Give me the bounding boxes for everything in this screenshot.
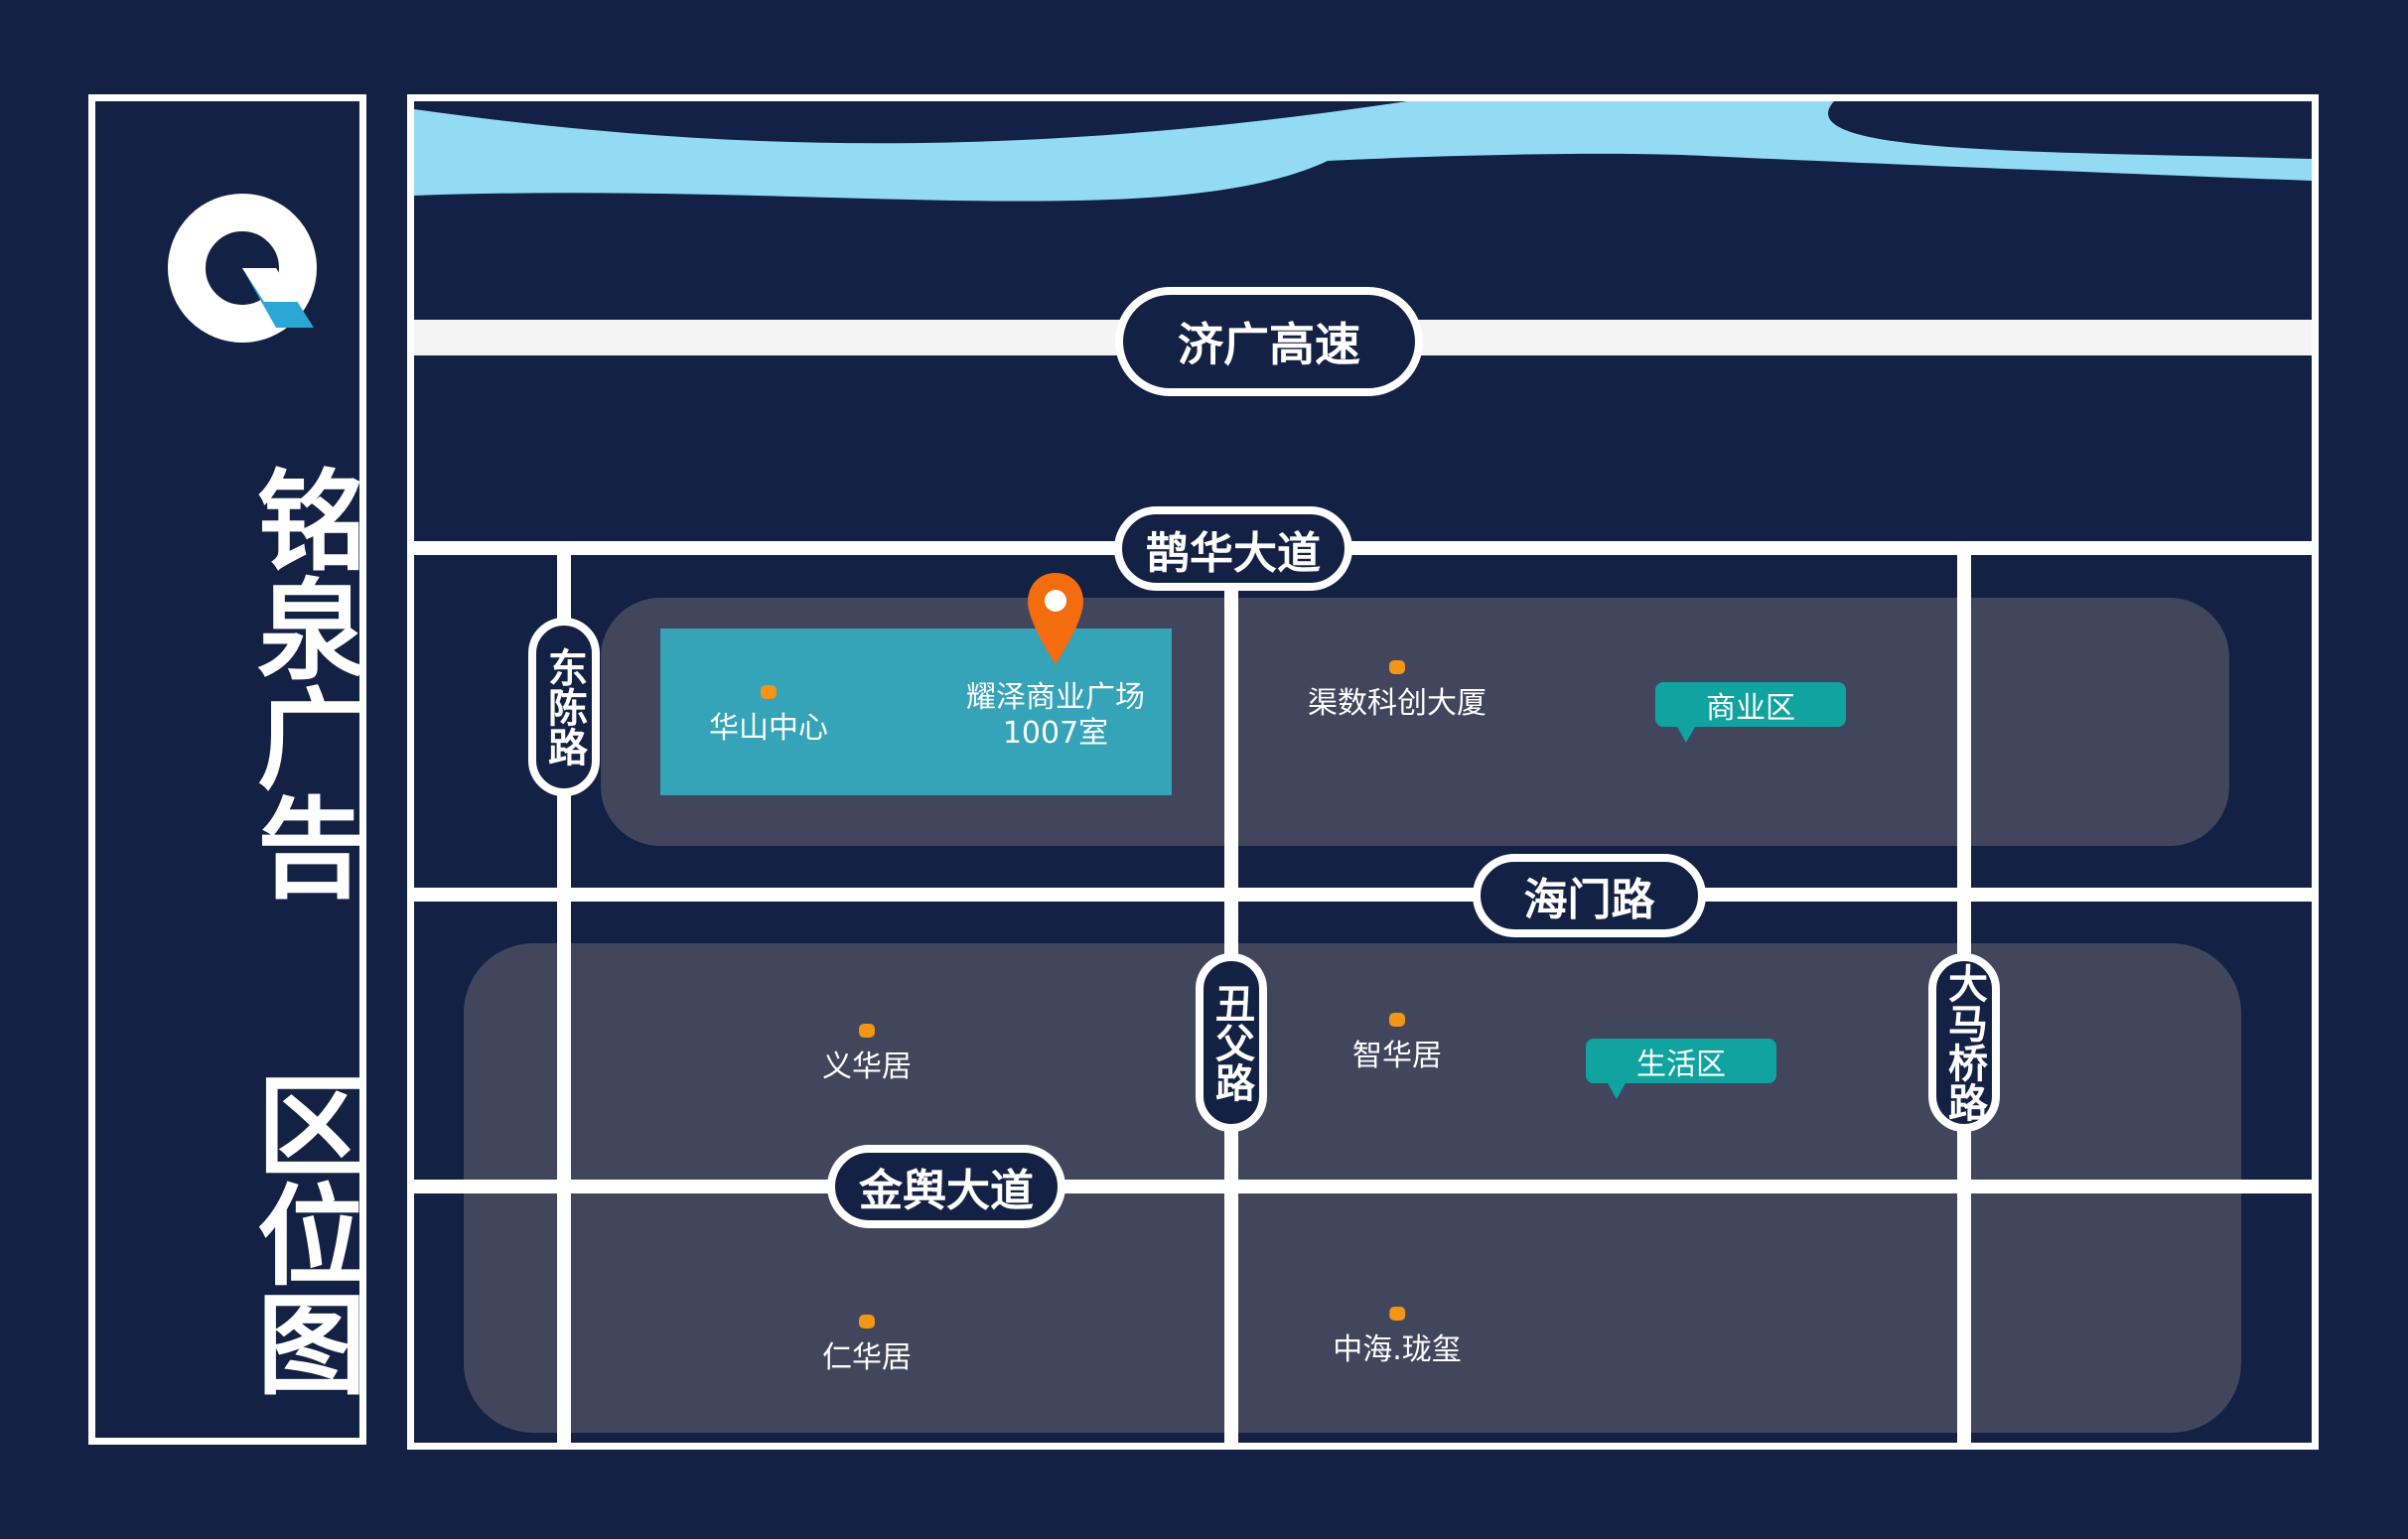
poi-marker-icon [761,685,777,699]
map-frame: 济广高速 鹊华大道 海门路 金舆大道 东陈路 丑父路 大马桥路 耀泽商业广场 1… [407,94,2319,1450]
brand-title: 铭泉广告 [238,464,365,901]
target-area [660,629,1172,795]
poi-zhonghai: 中海.珑玺 [1333,1307,1462,1368]
road-label-jinyu: 金舆大道 [827,1145,1065,1228]
zone-tag-living: 生活区 [1586,1039,1776,1099]
poi-huashan: 华山中心 [709,685,828,747]
road-label-damaqiao: 大马桥路 [1928,953,2000,1132]
haimen-road [414,888,2312,902]
road-label-chouyi: 丑父路 [1196,953,1267,1132]
road-label-dongchen: 东陈路 [528,618,600,796]
poi-marker-icon [859,1315,875,1329]
title-panel: 铭泉广告 区位图 [88,94,366,1445]
river [414,101,2312,202]
poi-zhihua: 智华居 [1352,1013,1442,1074]
poi-marker-icon [859,1024,875,1038]
map-canvas [414,101,2312,1443]
target-room: 1007室 [1002,716,1109,751]
brand-logo-icon [168,194,317,343]
zone-tag-business: 商业区 [1655,682,1846,743]
road-label-expressway: 济广高速 [1115,287,1423,396]
jinyu-road [414,1180,2312,1193]
road-label-quehua: 鹊华大道 [1114,506,1352,591]
target-name: 耀泽商业广场 [966,680,1145,715]
poi-marker-icon [1388,1307,1405,1321]
poi-marker-icon [1389,1013,1405,1027]
poi-qushu: 渠数科创大厦 [1308,660,1487,722]
location-pin-icon [1028,573,1083,664]
poi-yihua: 义华居 [822,1024,912,1085]
target-label: 耀泽商业广场 1007室 [966,680,1145,752]
poi-marker-icon [1389,660,1405,674]
map-subtitle: 区位图 [238,1069,365,1397]
quehua-road [414,541,2312,555]
poi-renhua: 仁华居 [822,1315,912,1376]
road-label-haimen: 海门路 [1473,854,1706,937]
